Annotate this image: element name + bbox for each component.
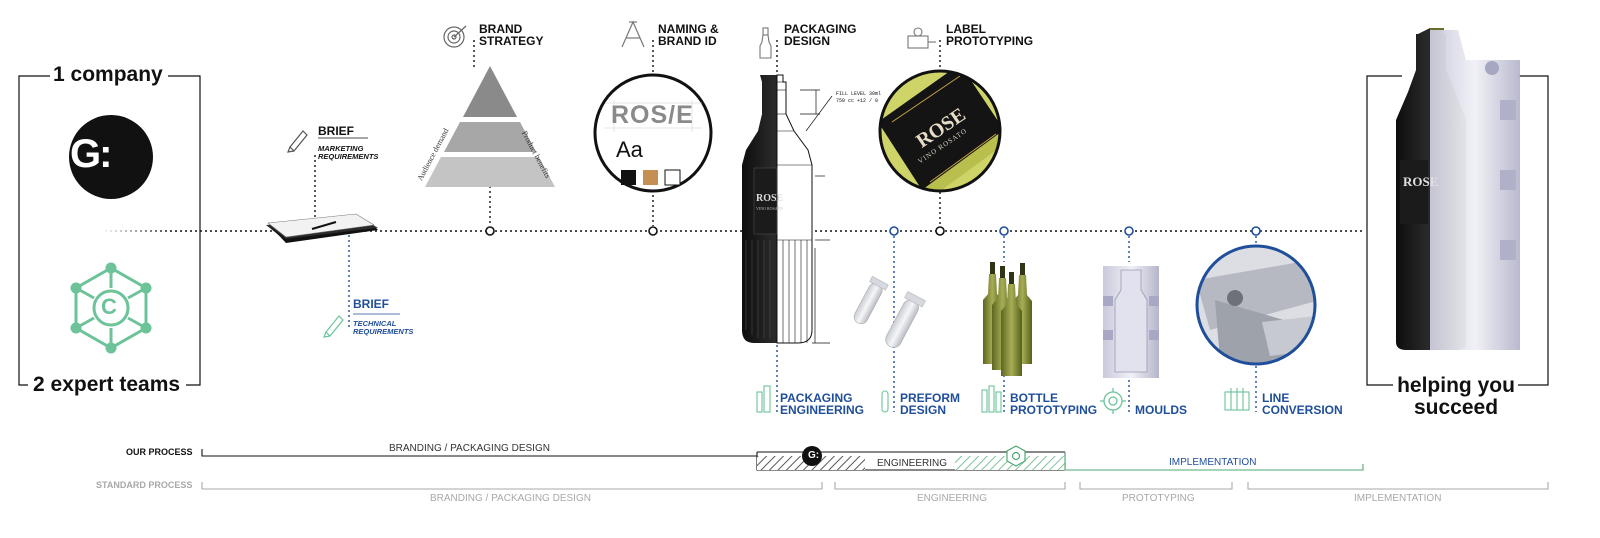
g-logo-text: G: — [70, 132, 112, 176]
pack-eng-label-2: ENGINEERING — [780, 403, 865, 417]
dim-note-1: FILL LEVEL 30ml — [836, 91, 882, 97]
letter-a-icon — [621, 20, 645, 48]
target-icon — [443, 25, 467, 48]
standard-process-bar — [201, 482, 1549, 490]
pencil-icon — [287, 130, 308, 153]
our-implementation-segment: IMPLEMENTATION — [1169, 457, 1257, 468]
brand-strategy-label-1: BRAND — [479, 22, 523, 36]
font-sample: Aa — [616, 137, 643, 162]
timeline-nodes — [485, 226, 1261, 236]
brief-technical-sub1: TECHNICAL — [353, 319, 397, 328]
brief-technical-title: BRIEF — [353, 297, 389, 311]
helping-you-line: helping you — [1397, 374, 1515, 397]
c-logo-text: C — [101, 294, 117, 319]
one-company-title: 1 company — [53, 63, 163, 86]
std-prototyping-segment: PROTOTYPING — [1122, 493, 1195, 504]
brand-strategy-label-2: STRATEGY — [479, 34, 544, 48]
brief-technical-sub2: REQUIREMENTS — [353, 327, 414, 336]
our-engineering-segment: ENGINEERING — [877, 458, 948, 469]
final-bottle-brand: ROSE — [1403, 174, 1439, 189]
brand-logo-sample: ROS/E — [611, 101, 694, 129]
packaging-design-label-1: PACKAGING — [784, 22, 857, 36]
brief-marketing-sub2: REQUIREMENTS — [318, 152, 379, 161]
bottles-icon — [981, 385, 1002, 413]
two-teams-title: 2 expert teams — [33, 373, 181, 396]
production-line-icon — [1224, 388, 1250, 411]
line-conv-label-1: LINE — [1262, 391, 1290, 405]
preforms-image — [853, 276, 926, 348]
std-engineering-segment: ENGINEERING — [917, 493, 988, 504]
preform-label-2: DESIGN — [900, 403, 947, 417]
engineering-bottle-icon — [756, 385, 771, 413]
packaging-design-label-2: DESIGN — [784, 34, 831, 48]
brand-id-circle — [593, 73, 713, 193]
brief-marketing-sub1: MARKETING — [318, 144, 364, 153]
label-proto-label-2: PROTOTYPING — [946, 34, 1034, 48]
wine-bottle-drawing — [742, 74, 833, 344]
moulds-label: MOULDS — [1135, 403, 1187, 417]
brand-strategy-pyramid — [425, 66, 555, 187]
c-company-logo — [70, 262, 152, 354]
pencil-icon-technical — [323, 315, 344, 338]
bottle-brand: ROSE — [756, 193, 784, 204]
g-mini-logo-text: G: — [808, 450, 820, 461]
main-timeline — [100, 226, 1362, 236]
right-bracket — [1366, 75, 1549, 386]
brief-marketing-title: BRIEF — [318, 124, 354, 138]
gear-icon — [1100, 388, 1126, 414]
line-conv-label-2: CONVERSION — [1262, 403, 1343, 417]
bottle-proto-label-2: PROTOTYPING — [1010, 403, 1098, 417]
our-process-bar — [201, 445, 1364, 471]
brief-folder-image — [266, 213, 378, 243]
naming-label-2: BRAND ID — [658, 34, 717, 48]
bottle-outline-icon — [759, 27, 772, 59]
connectors — [314, 40, 1257, 412]
label-prototype-circle — [878, 69, 1002, 193]
our-process-label: OUR PROCESS — [126, 447, 193, 457]
naming-label-1: NAMING & — [658, 22, 719, 36]
standard-process-label: STANDARD PROCESS — [96, 480, 193, 490]
pack-eng-label-1: PACKAGING — [780, 391, 853, 405]
std-implementation-segment: IMPLEMENTATION — [1354, 493, 1442, 504]
dim-note-2: 750 cc +12 / 0 — [836, 98, 879, 104]
bottle-proto-label-1: BOTTLE — [1010, 391, 1058, 405]
mould-image — [1103, 266, 1159, 378]
succeed-line: succeed — [1413, 396, 1499, 419]
line-conversion-circle — [1195, 244, 1317, 366]
preform-label-1: PREFORM — [900, 391, 960, 405]
label-proto-label-1: LABEL — [946, 22, 986, 36]
label-roll-icon — [907, 27, 936, 49]
final-bottle-mould-image — [1396, 28, 1520, 350]
g-company-logo — [69, 115, 153, 199]
preform-icon — [881, 390, 889, 413]
green-bottles-image — [983, 262, 1032, 376]
std-branding-segment: BRANDING / PACKAGING DESIGN — [430, 493, 591, 504]
our-branding-segment: BRANDING / PACKAGING DESIGN — [389, 443, 550, 454]
bottle-sub: VINO ROSATO — [756, 206, 783, 211]
